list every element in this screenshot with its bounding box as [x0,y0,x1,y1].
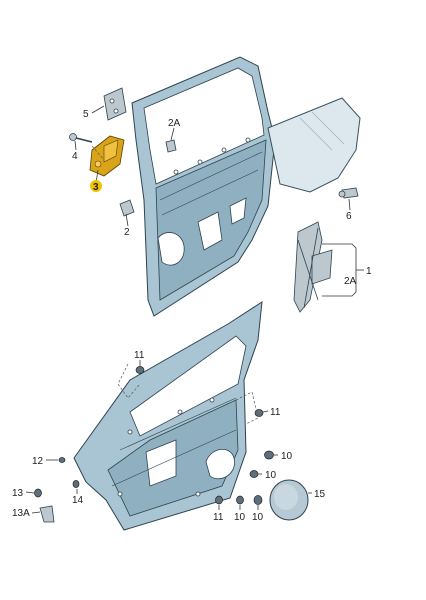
label-5: 5 [83,109,89,120]
label-2A-top: 2A [168,118,181,129]
label-11-top: 11 [134,350,145,361]
label-10-a: 10 [281,451,293,462]
bolt-4 [69,133,93,143]
label-10-b: 10 [265,470,277,481]
grommet-10-c [236,495,244,505]
grommet-12 [58,457,66,463]
clip-2 [119,199,135,217]
label-10-c: 10 [234,512,246,523]
label-4: 4 [72,151,78,162]
grommet-10-a [264,450,274,460]
label-11-bot: 11 [213,512,224,523]
label-10-d: 10 [252,512,264,523]
grommet-11-top [135,366,145,374]
cover-15 [269,479,309,521]
grommet-10-d [253,495,263,505]
part-labels: 5 4 3 2A 2 6 2A 1 11 11 10 10 15 11 10 1… [12,109,372,523]
label-13A: 13A [12,508,30,519]
window-motor [89,135,125,177]
label-13: 13 [12,488,24,499]
grommets [34,366,274,523]
hinge-bracket [103,87,127,121]
grommet-13 [34,488,42,498]
grommet-10-b [249,470,259,478]
label-11-mid: 11 [270,407,281,418]
label-6: 6 [346,211,352,222]
door-shell-upper [131,56,276,317]
bolt-6 [338,187,359,199]
plug-13A [39,505,55,523]
label-1: 1 [366,266,372,277]
grommet-14 [72,480,80,488]
label-2A-side: 2A [344,276,357,287]
grommet-11-bot [215,495,223,505]
label-15: 15 [314,489,326,500]
door-shell-lower [73,301,263,531]
label-2: 2 [124,227,130,238]
label-14: 14 [72,495,84,506]
window-glass [267,97,361,193]
clip-2A-top [165,139,177,153]
highlight-badge-3 [90,180,102,192]
window-regulator [293,221,333,313]
label-3: 3 [93,182,99,193]
label-12: 12 [32,456,44,467]
